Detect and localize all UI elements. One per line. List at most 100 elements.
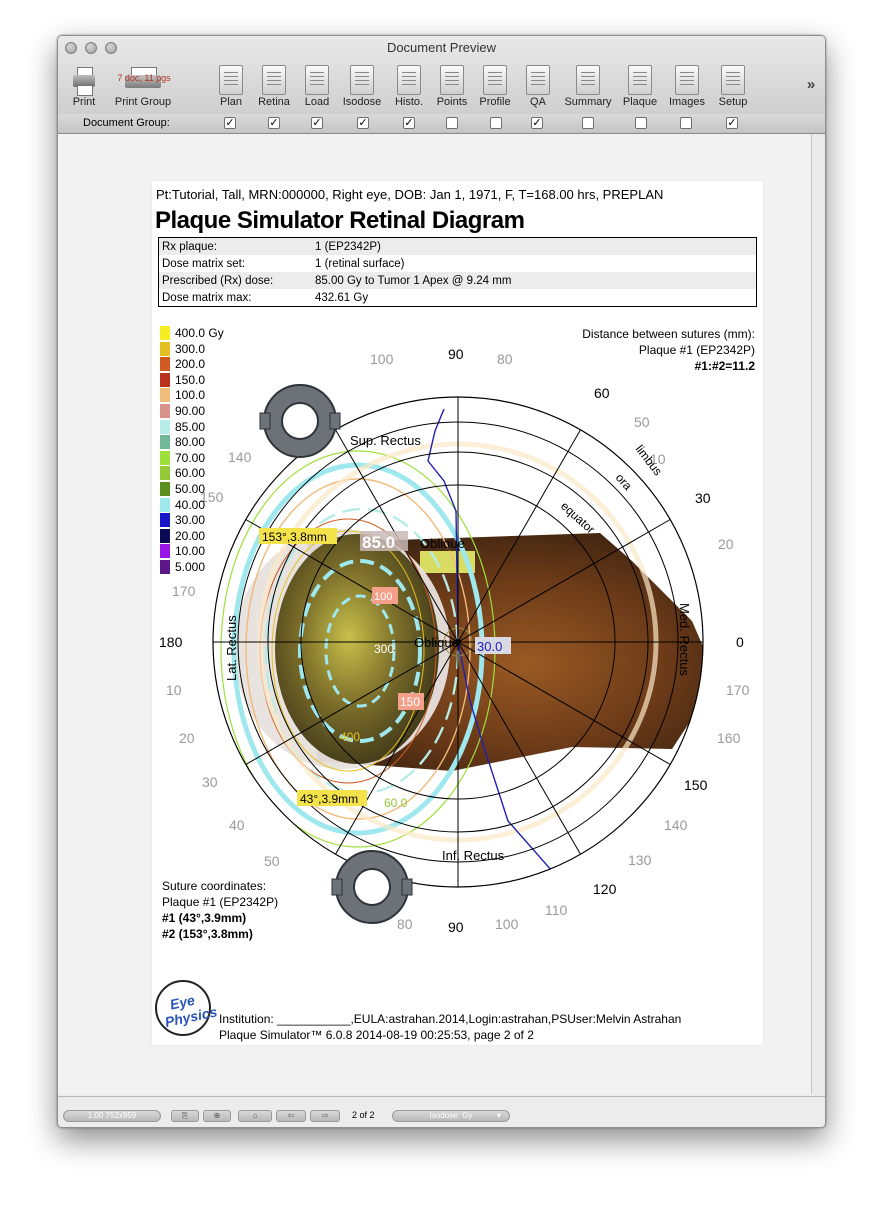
- isodose-40-inner: [298, 559, 422, 743]
- legend-entry: 5.000: [160, 559, 224, 576]
- group-check-histo[interactable]: ✓: [403, 117, 415, 129]
- retinal-diagram: 90 60 30 0 150 120 90 180 80 100 50 140 …: [159, 346, 750, 935]
- legend-entry: 400.0 Gy: [160, 326, 224, 342]
- angle-label: 160: [717, 730, 741, 746]
- angle-labels-inner: 90 60 30 0 150 120 90 180: [159, 346, 744, 935]
- equator-label: equator: [558, 499, 598, 537]
- toolbar-isodose[interactable]: Isodose: [340, 65, 384, 108]
- chevron-down-icon: ▾: [496, 1111, 501, 1120]
- zoom-readout: 1.00 752x959: [63, 1110, 161, 1122]
- group-check-points[interactable]: [446, 117, 458, 129]
- group-check-plaque[interactable]: [635, 117, 647, 129]
- group-check-images[interactable]: [680, 117, 692, 129]
- legend-swatch: [160, 466, 170, 481]
- legend-swatch: [160, 435, 170, 450]
- home-button[interactable]: ⌂: [238, 1110, 272, 1122]
- dose-labels: 85.0 30.0 300 150 400 60.0 100: [340, 531, 511, 810]
- document-group-bar: Document Group: ✓ ✓ ✓ ✓ ✓ ✓ ✓: [58, 114, 825, 134]
- plaque-ring-top: [259, 384, 341, 458]
- toolbar-retina[interactable]: Retina: [254, 65, 294, 108]
- angle-label: 50: [264, 853, 280, 869]
- legend-swatch: [160, 357, 170, 372]
- toolbar-setup[interactable]: Setup: [713, 65, 753, 108]
- summary-icon: [576, 65, 600, 95]
- zoom-out-button[interactable]: ⎘: [171, 1110, 199, 1122]
- next-page-button[interactable]: ⇨: [310, 1110, 340, 1122]
- suture-tags: 153°,3.8mm 43°,3.9mm: [259, 528, 367, 806]
- zoom-window-button[interactable]: [105, 42, 117, 54]
- legend-entry: 10.00: [160, 544, 224, 560]
- angle-label: 30: [202, 774, 218, 790]
- angle-label: 150: [200, 489, 224, 505]
- report-footer: Institution: ___________,EULA:astrahan.2…: [219, 1012, 682, 1042]
- dose-label: 100: [374, 591, 392, 603]
- eye-physics-logo: Eye Physics: [155, 980, 219, 1036]
- angle-label: 10: [650, 451, 666, 467]
- zoom-in-button[interactable]: ⊕: [203, 1110, 231, 1122]
- toolbar-load[interactable]: Load: [297, 65, 337, 108]
- toolbar-qa[interactable]: QA: [518, 65, 558, 108]
- toolbar-profile[interactable]: Profile: [475, 65, 515, 108]
- isodose-unit-dropdown[interactable]: Isodose: Gy ▾: [392, 1110, 510, 1122]
- retina-icon: [262, 65, 286, 95]
- legend-entry: 200.0: [160, 357, 224, 373]
- angle-label: 140: [664, 817, 688, 833]
- status-bar: 1.00 752x959 ⎘ ⊕ ⌂ ⇦ ⇨ 2 of 2 Isodose: G…: [58, 1096, 825, 1127]
- group-check-qa[interactable]: ✓: [531, 117, 543, 129]
- patient-header: Pt:Tutorial, Tall, MRN:000000, Right eye…: [156, 187, 664, 202]
- angle-label: 80: [397, 916, 413, 932]
- group-check-load[interactable]: ✓: [311, 117, 323, 129]
- toolbar-points[interactable]: Points: [432, 65, 472, 108]
- toolbar-histo[interactable]: Histo.: [389, 65, 429, 108]
- group-check-setup[interactable]: ✓: [726, 117, 738, 129]
- page-indicator: 2 of 2: [352, 1110, 375, 1120]
- previous-page-button[interactable]: ⇦: [276, 1110, 306, 1122]
- plaque-icon: [628, 65, 652, 95]
- group-check-isodose[interactable]: ✓: [357, 117, 369, 129]
- group-check-plan[interactable]: ✓: [224, 117, 236, 129]
- angle-label: 50: [634, 414, 650, 430]
- plan-info-table: Rx plaque:1 (EP2342P) Dose matrix set:1 …: [158, 237, 757, 307]
- angle-label: 100: [495, 916, 519, 932]
- minimize-window-button[interactable]: [85, 42, 97, 54]
- toolbar-overflow-button[interactable]: »: [806, 76, 816, 93]
- legend-entry: 30.00: [160, 513, 224, 529]
- toolbar-summary[interactable]: Summary: [561, 65, 615, 108]
- toolbar-plaque[interactable]: Plaque: [620, 65, 660, 108]
- print-group-button[interactable]: 7 doc, 11 pgs Print Group: [110, 65, 176, 108]
- table-row: Dose matrix set:1 (retinal surface): [162, 257, 405, 270]
- legend-swatch: [160, 403, 170, 418]
- close-window-button[interactable]: [65, 42, 77, 54]
- window-title: Document Preview: [386, 40, 497, 55]
- table-row: Dose matrix max:432.61 Gy: [162, 291, 369, 304]
- legend-swatch: [160, 559, 170, 574]
- legend-swatch: [160, 419, 170, 434]
- document-group-label: Document Group:: [83, 117, 170, 129]
- previous-page-icon: ⇦: [287, 1111, 295, 1120]
- legend-entry: 100.0: [160, 388, 224, 404]
- group-check-summary[interactable]: [582, 117, 594, 129]
- legend-entry: 90.00: [160, 403, 224, 420]
- dose-label: 60.0: [384, 796, 408, 810]
- preview-area: Pt:Tutorial, Tall, MRN:000000, Right eye…: [58, 134, 811, 1094]
- legend-swatch: [160, 481, 170, 496]
- group-check-profile[interactable]: [490, 117, 502, 129]
- legend-swatch: [160, 513, 170, 528]
- angle-label: 40: [229, 817, 245, 833]
- ora-label: ora: [613, 471, 635, 493]
- meridian-lines: [213, 397, 703, 887]
- angle-label: 170: [172, 583, 196, 599]
- angle-label: 20: [179, 730, 195, 746]
- toolbar-plan[interactable]: Plan: [211, 65, 251, 108]
- plaque-ring-bottom: [331, 850, 413, 924]
- toolbar-images[interactable]: Images: [665, 65, 709, 108]
- vertical-scrollbar[interactable]: [811, 134, 825, 1094]
- group-check-retina[interactable]: ✓: [268, 117, 280, 129]
- med-rectus-label: Med. Rectus: [677, 603, 692, 676]
- legend-entry: 60.00: [160, 466, 224, 482]
- zoom-in-icon: ⊕: [213, 1111, 221, 1120]
- legend-entry: 80.00: [160, 435, 224, 451]
- qa-icon: [526, 65, 550, 95]
- print-button[interactable]: Print: [66, 65, 102, 108]
- sup-rectus-label: Sup. Rectus: [350, 433, 421, 448]
